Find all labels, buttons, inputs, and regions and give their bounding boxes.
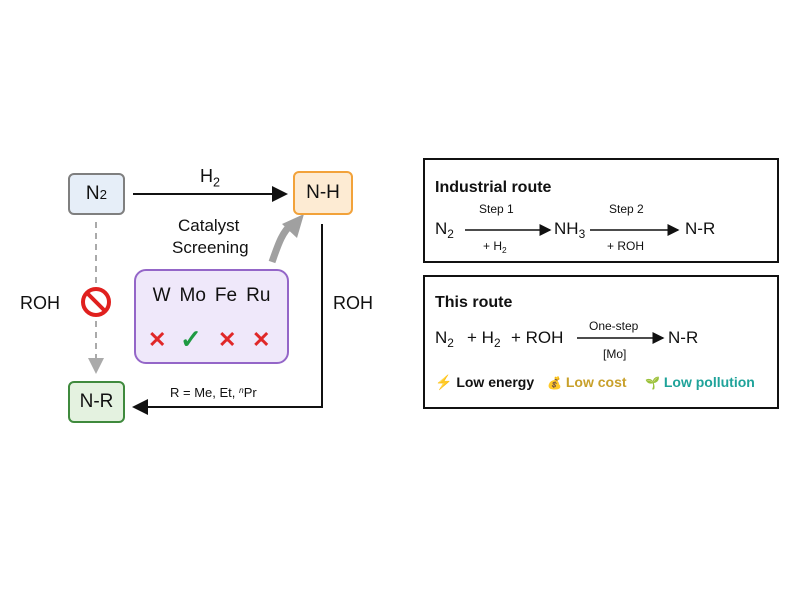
node-nr: N-R [68,381,125,423]
industrial-mid-nh3: NH3 [554,219,586,242]
step2-label: Step 2 [609,202,644,216]
seedling-icon: 🌱 [645,376,660,390]
one-step-label: One-step [589,319,639,333]
metal-mo: Mo [179,285,206,306]
benefit-low-energy: ⚡ Low energy [435,374,535,390]
step1-reagent: + H2 [483,239,507,255]
arrow-nh-to-nr [132,224,323,415]
mo-catalyst-label: [Mo] [603,347,627,361]
lightning-icon: ⚡ [435,374,453,390]
n2-symbol: N [85,183,100,204]
industrial-product: N-R [685,219,716,238]
roh-right-label: ROH [333,293,373,313]
cross-icon-fe: ✕ [218,327,237,352]
metal-fe: Fe [214,285,238,306]
n2-subscript: 2 [99,186,108,202]
industrial-route-panel: Industrial route N2 Step 1 + H2 NH3 Step… [423,158,779,263]
catalyst-label-line2: Screening [172,238,249,257]
industrial-start-n2: N2 [435,219,454,242]
this-route-h2: + H2 [467,328,501,351]
roh-left-label: ROH [20,293,60,313]
r-groups-label: R = Me, Et, nPr [170,385,257,401]
benefit-low-pollution: 🌱 Low pollution [645,374,755,390]
metal-w: W [152,285,171,306]
metal-ru: Ru [246,285,271,306]
industrial-route-title: Industrial route [435,179,552,196]
this-route-arrow [577,332,665,344]
this-route-panel: This route N2 + H2 + ROH One-step [Mo] N… [423,275,779,409]
metal-list: W Mo Fe Ru [136,285,287,307]
node-nh: N-H [293,171,353,215]
catalyst-screening-box: W Mo Fe Ru ✕ ✓ ✕ ✕ [134,269,289,364]
step2-reagent: + ROH [607,239,645,253]
this-route-n2: N2 [435,328,454,351]
money-bag-icon: 💰 [547,376,562,390]
catalyst-label-line1: Catalyst [178,216,240,235]
this-route-roh: + ROH [511,328,564,347]
cross-icon-ru: ✕ [252,327,271,352]
step1-label: Step 1 [479,202,514,216]
check-icon-mo: ✓ [180,324,202,354]
h2-label: H2 [200,166,221,190]
benefit-low-cost: 💰 Low cost [547,374,627,390]
this-route-product: N-R [668,328,699,347]
cross-icon-w: ✕ [148,327,167,352]
prohibited-icon [81,287,111,317]
industrial-arrows [465,224,680,236]
this-route-title: This route [435,294,513,311]
